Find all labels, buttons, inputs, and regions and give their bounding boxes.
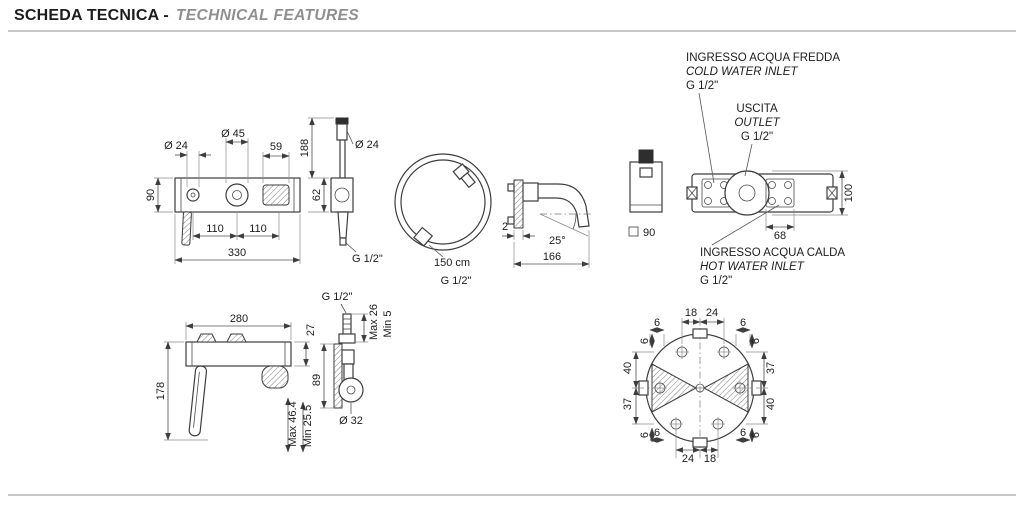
front-view-dimensions: 90 Ø 24 Ø 45 59 110 1 [145,128,301,264]
plan-view: 280 27 178 [155,313,317,441]
dim-back-flange-width: 68 [774,230,786,242]
label-outlet-en: OUTLET [734,117,780,129]
plan-view-linework [185,333,292,437]
label-hot-inlet-en: HOT WATER INLET [700,261,805,273]
dim-side2-dia-body: Ø 32 [339,415,363,427]
side-view-2-dimensions: G 1/2" Max 26 Min 5 89 Ø 32 Max 46.4 Min… [285,291,394,453]
side-view: 188 62 Ø 24 G 1/2" [299,117,383,265]
header: SCHEDA TECNICA - TECHNICAL FEATURES [14,7,359,25]
front-view: 90 Ø 24 Ø 45 59 110 1 [145,128,301,264]
dim-side2-min-top: Min 5 [382,311,394,338]
dim-front-pitch-left: 110 [206,223,224,235]
dim-mount-six: 6 [740,317,746,329]
dim-mount-bottom-right: 18 [704,453,716,465]
label-hose-length: 150 cm [434,257,470,269]
dim-mount-right-lower: 40 [765,398,777,410]
dim-plan-spout-length: 178 [155,382,167,400]
header-divider [8,30,1016,32]
back-view-linework [686,170,838,216]
label-hose-thread: G 1/2" [441,275,472,287]
dim-mount-six: 6 [654,317,660,329]
dim-side2-height: 89 [311,374,323,386]
label-cold-inlet-it: INGRESSO ACQUA FREDDA [686,52,840,64]
hose-coil-inner [400,159,486,245]
sheet-subtitle: TECHNICAL FEATURES [175,7,360,24]
spout-side-dimensions: 25° 2 166 [502,213,592,268]
dim-side-body-height: 62 [311,189,323,201]
label-hot-inlet-thread: G 1/2" [700,275,732,287]
dim-front-total-width: 330 [228,247,246,259]
dim-mount-six: 6 [654,427,660,439]
label-outlet-thread: G 1/2" [741,131,773,143]
mounting-template-dimensions: 18 24 6 6 40 37 6 [622,307,777,465]
mounting-holes [653,345,747,431]
dim-mount-top-right: 24 [706,307,718,319]
label-hot-inlet-it: INGRESSO ACQUA CALDA [700,247,845,259]
dim-plate-size: 90 [643,227,655,239]
mounting-template-view: 18 24 6 6 40 37 6 [622,307,777,465]
hose-coil-linework [394,153,492,258]
dim-mount-left-lower: 37 [622,398,634,410]
dim-mount-six: 6 [750,432,762,438]
dim-front-knob-width: 59 [270,141,282,153]
label-side-thread: G 1/2" [352,253,383,265]
dim-back-height: 100 [843,184,855,202]
sheet-title: SCHEDA TECNICA - [14,7,169,24]
spout-side-view: 25° 2 166 [502,179,592,268]
dim-spout-angle: 25° [549,235,566,247]
label-cold-inlet-thread: G 1/2" [686,80,718,92]
dim-plan-depth: 27 [305,324,317,336]
side-view-2-linework [333,313,364,409]
dim-front-pitch-right: 110 [249,223,267,235]
dim-side-total-height: 188 [299,139,311,157]
dim-front-body-height: 90 [145,189,157,201]
hose-coil-outer [394,153,492,251]
plan-view-dimensions: 280 27 178 [155,313,317,441]
dim-mount-left-upper: 40 [622,362,634,374]
label-side2-thread: G 1/2" [322,291,353,303]
label-cold-inlet-en: COLD WATER INLET [686,66,798,78]
dim-mount-six: 6 [750,338,762,344]
dim-mount-six: 6 [639,432,651,438]
label-outlet-it: USCITA [736,103,778,115]
front-view-linework [174,177,301,246]
back-view: 100 68 INGRESSO ACQUA FREDDA COLD WATER … [686,52,855,287]
side-view-linework [330,117,354,246]
dim-spout-projection: 166 [543,251,561,263]
dim-spout-plate-thickness: 2 [502,221,508,233]
side-view-dimensions: 188 62 Ø 24 G 1/2" [299,117,383,265]
dim-mount-top-left: 18 [685,307,697,319]
dim-mount-six: 6 [740,427,746,439]
footer-divider [8,494,1016,496]
hose-coil: 150 cm G 1/2" [394,153,492,287]
dim-mount-six: 6 [639,338,651,344]
holder-front-view: 90 [628,149,663,239]
side-view-2: G 1/2" Max 26 Min 5 89 Ø 32 Max 46.4 Min… [285,291,394,453]
dim-plan-width: 280 [230,313,248,325]
back-view-dimensions: 100 68 [765,170,855,242]
dim-front-dia-lever: Ø 24 [164,140,188,152]
square-symbol-icon [628,226,639,237]
dim-side-dia-holder: Ø 24 [355,139,379,151]
dim-side2-max-depth: Max 46.4 [287,401,299,446]
dim-mount-bottom-left: 24 [682,453,694,465]
mounting-template-linework [638,328,762,448]
dim-front-dia-cartridge: Ø 45 [221,128,245,140]
connection-labels: INGRESSO ACQUA FREDDA COLD WATER INLET G… [686,52,845,287]
dim-side2-max-top: Max 26 [368,304,380,340]
dim-side2-min-depth: Min 25.5 [302,405,314,447]
spout-side-linework [507,179,590,229]
dim-mount-right-upper: 37 [765,362,777,374]
holder-front-linework [629,149,663,213]
